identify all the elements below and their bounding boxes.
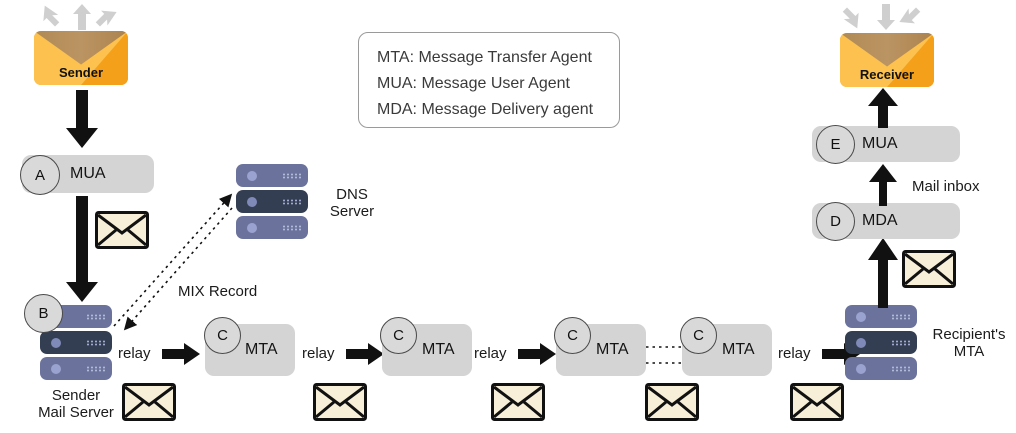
sender-mail-server-caption: Sender Mail Server (16, 387, 136, 421)
mta-3-label: MTA (596, 341, 629, 358)
legend-line-mua: MUA: Message User Agent (377, 75, 570, 92)
badge-a: A (20, 155, 60, 195)
envelope-icon-6 (790, 383, 844, 421)
rack-unit-mid (236, 190, 308, 213)
receiver-mda-label: MDA (862, 212, 898, 229)
sender-outgoing-arrows-icon (32, 2, 132, 32)
dotted-mx-query-arrows (108, 180, 248, 331)
relay-label-1: relay (118, 345, 151, 362)
sender-mua-label: MUA (70, 165, 106, 182)
receiver-envelope-icon (840, 33, 934, 87)
dotted-continuation-lines (646, 343, 682, 367)
badge-e: E (816, 125, 855, 164)
relay-label-4: relay (778, 345, 811, 362)
legend-line-mta: MTA: Message Transfer Agent (377, 49, 592, 66)
badge-d: D (816, 202, 855, 241)
rack-unit-top (845, 305, 917, 328)
mta-1-label: MTA (245, 341, 278, 358)
recipient-mta-caption: Recipient's MTA (922, 326, 1016, 360)
badge-b: B (24, 294, 63, 333)
envelope-icon-3 (313, 383, 367, 421)
sender-label: Sender (58, 65, 104, 80)
dns-server-caption-line1: DNS (336, 186, 368, 203)
dns-server-caption: DNS Server (314, 186, 390, 220)
badge-c-3: C (554, 317, 591, 354)
sender-avatar: Sender (34, 31, 128, 85)
node-recipient-mta[interactable] (845, 305, 917, 383)
recipient-mta-caption-line2: MTA (953, 343, 985, 360)
badge-c-2: C (380, 317, 417, 354)
envelope-icon-2 (122, 383, 176, 421)
arrow-mua-to-mailserver (64, 196, 100, 302)
relay-label-3: relay (474, 345, 507, 362)
rack-unit-bottom (236, 216, 308, 239)
dns-server-caption-line2: Server (329, 203, 375, 220)
rack-unit-top (236, 164, 308, 187)
relay-label-2: relay (302, 345, 335, 362)
arrow-recipientmta-to-mda (866, 238, 900, 308)
arrow-mua-to-receiver (866, 88, 900, 128)
node-dns-server[interactable] (236, 164, 308, 242)
sender-mail-server-caption-line2: Mail Server (38, 404, 114, 421)
badge-c-1: C (204, 317, 241, 354)
rack-unit-mid (845, 331, 917, 354)
envelope-icon-7 (902, 250, 956, 288)
arrow-mda-to-mua (866, 162, 900, 206)
rack-unit-mid (40, 331, 112, 354)
recipient-mta-caption-line1: Recipient's (932, 326, 1006, 343)
arrow-relay-2 (346, 343, 384, 365)
receiver-avatar: Receiver (840, 33, 934, 87)
mta-4-label: MTA (722, 341, 755, 358)
mta-2-label: MTA (422, 341, 455, 358)
rack-unit-bottom (845, 357, 917, 380)
mail-inbox-label: Mail inbox (912, 178, 980, 195)
mx-record-label: MIX Record (178, 283, 258, 300)
envelope-icon-5 (645, 383, 699, 421)
receiver-mua-label: MUA (862, 135, 898, 152)
receiver-label: Receiver (859, 67, 915, 82)
legend-line-mda: MDA: Message Delivery agent (377, 101, 594, 118)
arrow-relay-1 (162, 343, 200, 365)
badge-c-4: C (680, 317, 717, 354)
receiver-incoming-arrows-icon (836, 2, 936, 32)
sender-envelope-icon (34, 31, 128, 85)
arrow-sender-to-mua (64, 90, 100, 148)
arrow-relay-3 (518, 343, 556, 365)
rack-unit-bottom (40, 357, 112, 380)
envelope-icon-4 (491, 383, 545, 421)
envelope-icon-1 (95, 211, 149, 249)
sender-mail-server-caption-line1: Sender (51, 387, 101, 404)
legend-box: MTA: Message Transfer Agent MUA: Message… (358, 32, 620, 128)
